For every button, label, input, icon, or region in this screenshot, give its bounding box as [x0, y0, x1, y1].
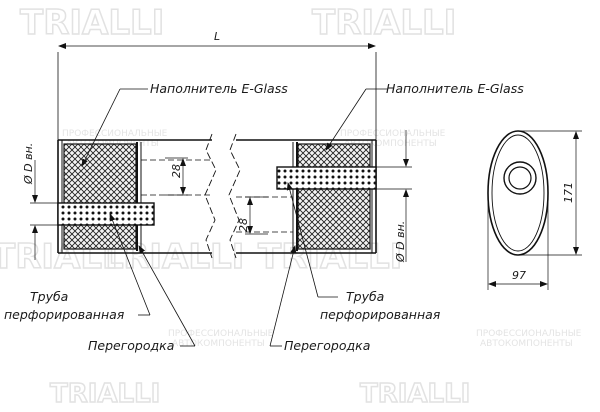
end-view: 171 97: [487, 130, 582, 290]
perforated-pipe-right: [276, 166, 377, 190]
length-dimension: L: [57, 30, 377, 140]
watermark-line1: ПРОФЕССИОНАЛЬНЫЕ: [62, 129, 168, 139]
watermark-line2: АВТОКОМПОНЕНТЫ: [344, 139, 437, 149]
pipe-left-label-line2: перфорированная: [4, 307, 125, 322]
perforated-pipe-left: [57, 202, 155, 226]
baffle-left-label: Перегородка: [88, 338, 174, 353]
pipe-right-label-line2: перфорированная: [320, 307, 441, 322]
callouts: Наполнитель E-Glass Наполнитель E-Glass …: [4, 81, 524, 353]
filler-left-label: Наполнитель E-Glass: [150, 81, 288, 96]
watermark-line1: ПРОФЕССИОНАЛЬНЫЕ: [168, 329, 274, 339]
filler-right-block: [297, 143, 371, 250]
watermark-brand: TRIALLI: [360, 379, 470, 408]
diameter-right-dimension: Ø D вн.: [376, 130, 412, 263]
filler-right-label: Наполнитель E-Glass: [386, 81, 524, 96]
watermark-line1: ПРОФЕССИОНАЛЬНЫЕ: [340, 129, 446, 139]
end-view-pipe-inner: [508, 166, 532, 190]
watermark-brand: TRIALLI: [50, 379, 160, 408]
end-view-pipe-outer: [503, 161, 537, 195]
pipe-left-label-line1: Труба: [30, 289, 68, 304]
muffler-left-section: 28: [57, 133, 217, 259]
diameter-left-label: Ø D вн.: [22, 143, 35, 185]
filler-left-block: [63, 143, 137, 250]
baffle-right-label: Перегородка: [284, 338, 370, 353]
length-label: L: [214, 30, 220, 43]
watermark-line2: АВТОКОМПОНЕНТЫ: [480, 339, 573, 349]
watermark-brand: TRIALLI: [312, 3, 456, 43]
width-label: 97: [512, 269, 526, 282]
watermark-brand: TRIALLI: [20, 3, 164, 43]
offset-top-label: 28: [170, 164, 183, 178]
watermark-line1: ПРОФЕССИОНАЛЬНЫЕ: [476, 329, 582, 339]
diameter-left-dimension: Ø D вн.: [22, 143, 58, 260]
offset-bottom-label: 28: [237, 218, 250, 232]
pipe-right-label-line1: Труба: [346, 289, 384, 304]
watermark-line2: АВТОКОМПОНЕНТЫ: [172, 339, 265, 349]
height-label: 171: [562, 182, 575, 203]
diameter-right-label: Ø D вн.: [394, 221, 407, 263]
muffler-right-section: 28: [228, 133, 377, 259]
